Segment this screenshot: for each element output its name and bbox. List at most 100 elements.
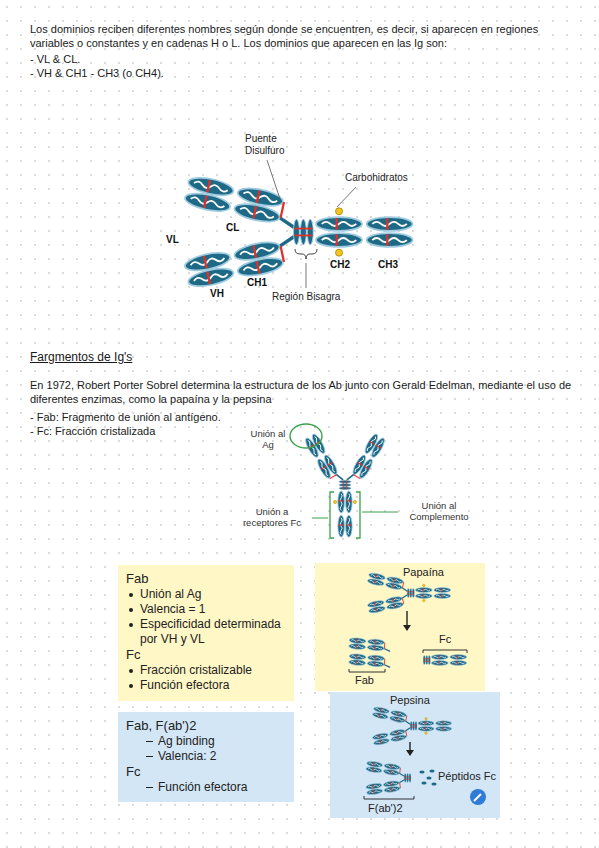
hinge-disulfide [346,481,347,490]
domain-disulfide [391,787,393,791]
carbohydrate [425,732,427,734]
domain-disulfide [396,731,398,735]
fab-arm [366,779,407,795]
domain-fold [391,717,403,721]
interchain-disulfide [406,731,407,736]
domain-label: CH1 [247,277,271,289]
fab-arm [366,761,407,777]
ig-domain [349,637,366,644]
domain-disulfide [425,727,426,731]
box-item: Ag binding [158,734,286,749]
domain-disulfide [374,580,376,585]
domain-fold [369,647,382,650]
domain-fold [368,768,380,771]
domain-disulfide [356,654,357,659]
fc-bracket [330,492,334,538]
domain-disulfide [376,445,381,448]
domain-disulfide [392,584,394,589]
hinge-segment [307,219,313,244]
hinge-segment [426,655,428,664]
part-label: Puente Disulfuro [245,133,305,157]
domain-disulfide [336,234,338,246]
domain-fold [351,639,364,642]
leader-line [267,160,280,199]
domain-fold [351,661,364,664]
arrow-shaft [406,611,407,626]
note-line: - Fc: Fracción cristalizada [30,424,230,438]
ig-domain [367,639,384,646]
domain-disulfide [422,588,423,592]
domain-disulfide [425,721,426,725]
domain-disulfide [346,525,352,526]
leader-line [312,518,328,519]
domain-fold [368,785,380,788]
carbohydrate [336,208,343,215]
part-label: Unión al Complemento [398,500,480,522]
ig-domain [315,457,332,480]
box-heading: Fab [126,571,286,587]
chain [384,664,390,667]
carbohydrate [423,599,426,602]
domain-fold [371,574,384,578]
ig-domain [418,726,434,731]
interchain-disulfide [399,783,401,789]
digestion-panel: PepsinaPéptidos FcF(ab')2 [330,692,500,818]
part-label: Unión al Ag [246,428,290,450]
domain-fold [369,663,382,666]
domain-disulfide [438,661,439,665]
arrow-shaft [409,742,410,751]
domain-fold [436,589,449,591]
domain-disulfide [442,727,443,731]
ig-domain [436,726,452,731]
domain-disulfide [356,644,357,649]
domain-fold [190,197,225,209]
panel-label: Papaína [403,566,444,579]
domain-fold [190,256,225,268]
domain-fold [373,440,383,455]
fc-peptide [419,770,424,773]
carbohydrate [425,718,427,720]
domain-fold [369,580,382,584]
hinge-segment [404,774,406,783]
fab-arm [183,235,301,289]
domain-fold [385,782,397,785]
domain-fold [194,181,229,193]
ig-domain [316,217,362,231]
digestion-panel: PapaínaFabFc [315,563,485,691]
hinge-segment [423,655,425,664]
ig-domain [366,788,383,795]
interchain-disulfide [281,202,284,218]
fab-arm [367,594,410,614]
domain-disulfide [396,717,398,721]
domain-fold [240,245,275,257]
box-item: Función efectora [140,678,286,693]
domain-fold [319,461,329,476]
hinge-segment [428,655,430,664]
domain-fold [420,728,432,729]
part-label: Unión a receptores Fc [236,506,308,528]
domain-fold [370,657,383,660]
domain-fold [438,728,450,729]
domain-fold [393,736,405,740]
hinge-segment [300,219,306,244]
interchain-disulfide [384,643,385,649]
domain-disulfide [386,218,388,230]
ig-domain [338,515,345,537]
hinge-segment [413,722,415,731]
ig-domain [367,661,384,668]
domain-disulfide [204,256,207,268]
fc-bracket [423,650,467,653]
domain-disulfide [438,655,439,659]
domain-disulfide [204,196,207,208]
chain [336,473,343,482]
panel-label: Pepsina [390,694,430,707]
hinge-disulfide [423,658,430,659]
ig-domain [346,515,353,537]
domain-fold [351,645,364,648]
carbohydrate [423,584,426,587]
hinge-segment [339,487,351,490]
domain-fold [370,641,383,644]
hinge-disulfide [294,235,312,237]
ig-domain [384,763,401,770]
chain [347,473,354,482]
